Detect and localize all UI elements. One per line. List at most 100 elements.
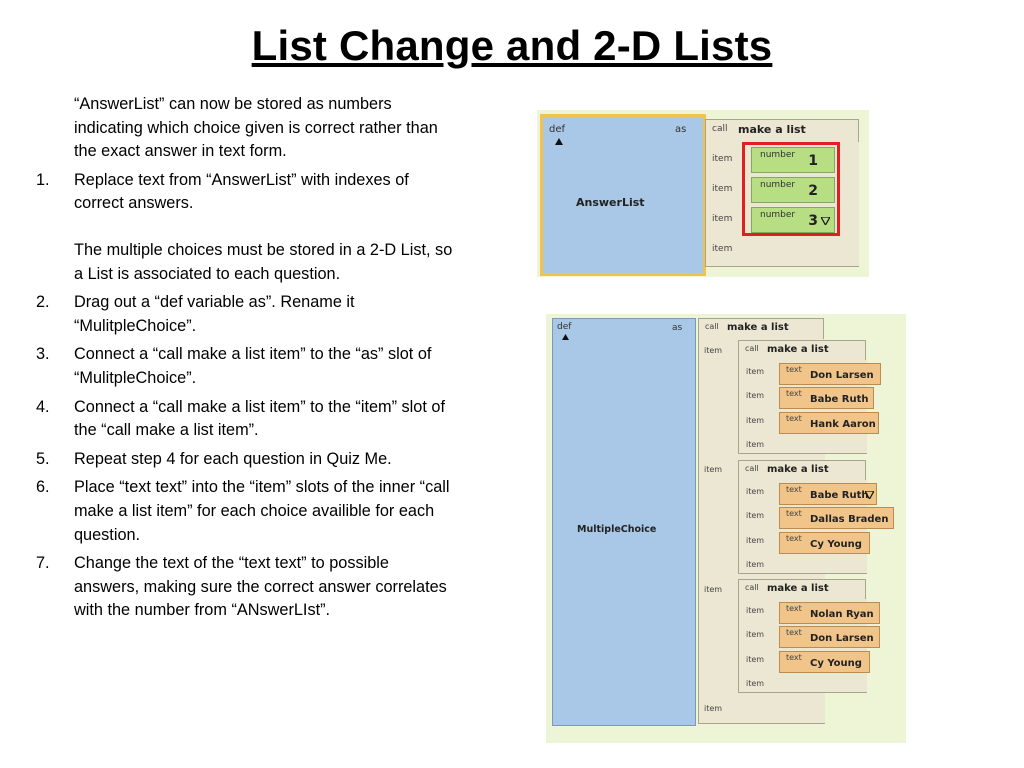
choice-text: Don Larsen (810, 370, 874, 381)
step-5: 5. Repeat step 4 for each question in Qu… (36, 448, 456, 472)
text-label: text (786, 485, 802, 494)
highlight-box (742, 142, 840, 236)
text-label: text (786, 509, 802, 518)
step-text: Change the text of the “text text” to po… (74, 554, 447, 620)
step-1: 1. Replace text from “AnswerList” with i… (36, 169, 456, 216)
step-number: 6. (36, 478, 50, 497)
step-text: Replace text from “AnswerList” with inde… (74, 170, 409, 213)
number-block[interactable]: number 3 (751, 207, 835, 233)
step-4: 4. Connect a “call make a list item” to … (36, 396, 456, 443)
middle-note: The multiple choices must be stored in a… (74, 240, 453, 283)
item-label: item (746, 367, 765, 376)
number-block[interactable]: number 2 (751, 177, 835, 203)
text-label: text (786, 534, 802, 543)
text-block[interactable]: text Don Larsen (779, 626, 880, 648)
def-label: def (549, 124, 566, 135)
item-label: item (746, 630, 765, 639)
make-a-list-label: make a list (767, 583, 829, 594)
step-text: Connect a “call make a list item” to the… (74, 345, 432, 387)
text-block[interactable]: text Cy Young (779, 651, 870, 673)
call-label: call (745, 344, 759, 353)
text-block[interactable]: text Hank Aaron (779, 412, 879, 434)
choice-text: Hank Aaron (810, 419, 876, 430)
choice-text: Cy Young (810, 539, 862, 550)
text-label: text (786, 365, 802, 374)
choice-text: Babe Ruth (810, 490, 869, 501)
number-value: 2 (808, 183, 818, 199)
step-number: 3. (36, 345, 50, 364)
step-text: Repeat step 4 for each question in Quiz … (74, 449, 392, 468)
call-label: call (712, 124, 728, 134)
dropdown-triangle-icon[interactable] (865, 491, 874, 499)
text-block[interactable]: text Don Larsen (779, 363, 881, 385)
text-label: text (786, 604, 802, 613)
make-a-list-block[interactable]: call make a list (705, 119, 859, 143)
step-text: Connect a “call make a list item” to the… (74, 397, 445, 440)
step-number: 5. (36, 449, 50, 468)
item-label: item (746, 440, 765, 449)
make-a-list-block[interactable]: call make a list (698, 318, 824, 340)
dropdown-triangle-icon[interactable] (821, 217, 830, 225)
call-label: call (745, 583, 759, 592)
number-label: number (760, 180, 796, 190)
step-2: 2. Drag out a “def variable as”. Rename … (36, 291, 456, 338)
step-text: Drag out a “def variable as”. Rename it … (74, 293, 355, 335)
step-6: 6. Place “text text” into the “item” slo… (36, 476, 456, 547)
item-label: item (712, 184, 733, 194)
def-variable-block[interactable]: def as AnswerList (540, 114, 706, 276)
item-label: item (746, 606, 765, 615)
text-label: text (786, 389, 802, 398)
text-block[interactable]: text Dallas Braden (779, 507, 894, 529)
as-label: as (675, 124, 687, 135)
number-label: number (760, 150, 796, 160)
slide-title: List Change and 2-D Lists (251, 22, 773, 69)
text-block[interactable]: text Cy Young (779, 532, 870, 554)
make-a-list-label: make a list (727, 322, 789, 333)
text-label: text (786, 414, 802, 423)
item-label: item (746, 679, 765, 688)
call-label: call (705, 322, 719, 331)
item-label: item (746, 560, 765, 569)
choice-text: Dallas Braden (810, 514, 889, 525)
choice-text: Nolan Ryan (810, 609, 874, 620)
item-label: item (746, 536, 765, 545)
step-text: Place “text text” into the “item” slots … (74, 478, 450, 544)
item-label: item (704, 704, 723, 713)
make-a-list-block[interactable]: call make a list (738, 340, 866, 361)
text-block[interactable]: text Babe Ruth (779, 387, 874, 409)
number-block[interactable]: number 1 (751, 147, 835, 173)
step-number: 1. (36, 170, 50, 189)
item-label: item (704, 465, 723, 474)
step-number: 2. (36, 293, 50, 312)
step-3: 3. Connect a “call make a list item” to … (36, 343, 456, 390)
def-variable-block[interactable]: def as MultipleChoice (552, 318, 696, 726)
text-block[interactable]: text Babe Ruth (779, 483, 877, 505)
def-label: def (557, 322, 572, 332)
dropdown-triangle-icon[interactable] (562, 334, 569, 340)
item-label: item (746, 655, 765, 664)
intro-paragraph: “AnswerList” can now be stored as number… (74, 95, 438, 161)
make-a-list-block[interactable]: call make a list (738, 460, 866, 481)
text-label: text (786, 653, 802, 662)
item-label: item (746, 391, 765, 400)
choice-text: Babe Ruth (810, 394, 869, 405)
item-label: item (746, 487, 765, 496)
item-label: item (712, 214, 733, 224)
item-label: item (746, 511, 765, 520)
make-a-list-label: make a list (767, 344, 829, 355)
answerlist-block-image: def as AnswerList call make a list item … (537, 110, 869, 277)
make-a-list-label: make a list (767, 464, 829, 475)
dropdown-triangle-icon[interactable] (555, 138, 563, 145)
number-label: number (760, 210, 796, 220)
text-block[interactable]: text Nolan Ryan (779, 602, 880, 624)
text-label: text (786, 628, 802, 637)
choice-text: Don Larsen (810, 633, 874, 644)
choice-text: Cy Young (810, 658, 862, 669)
make-a-list-block[interactable]: call make a list (738, 579, 866, 600)
call-label: call (745, 464, 759, 473)
make-a-list-label: make a list (738, 123, 806, 136)
item-label: item (712, 244, 733, 254)
variable-name: AnswerList (576, 196, 645, 209)
variable-name: MultipleChoice (577, 524, 657, 535)
step-number: 4. (36, 397, 50, 416)
